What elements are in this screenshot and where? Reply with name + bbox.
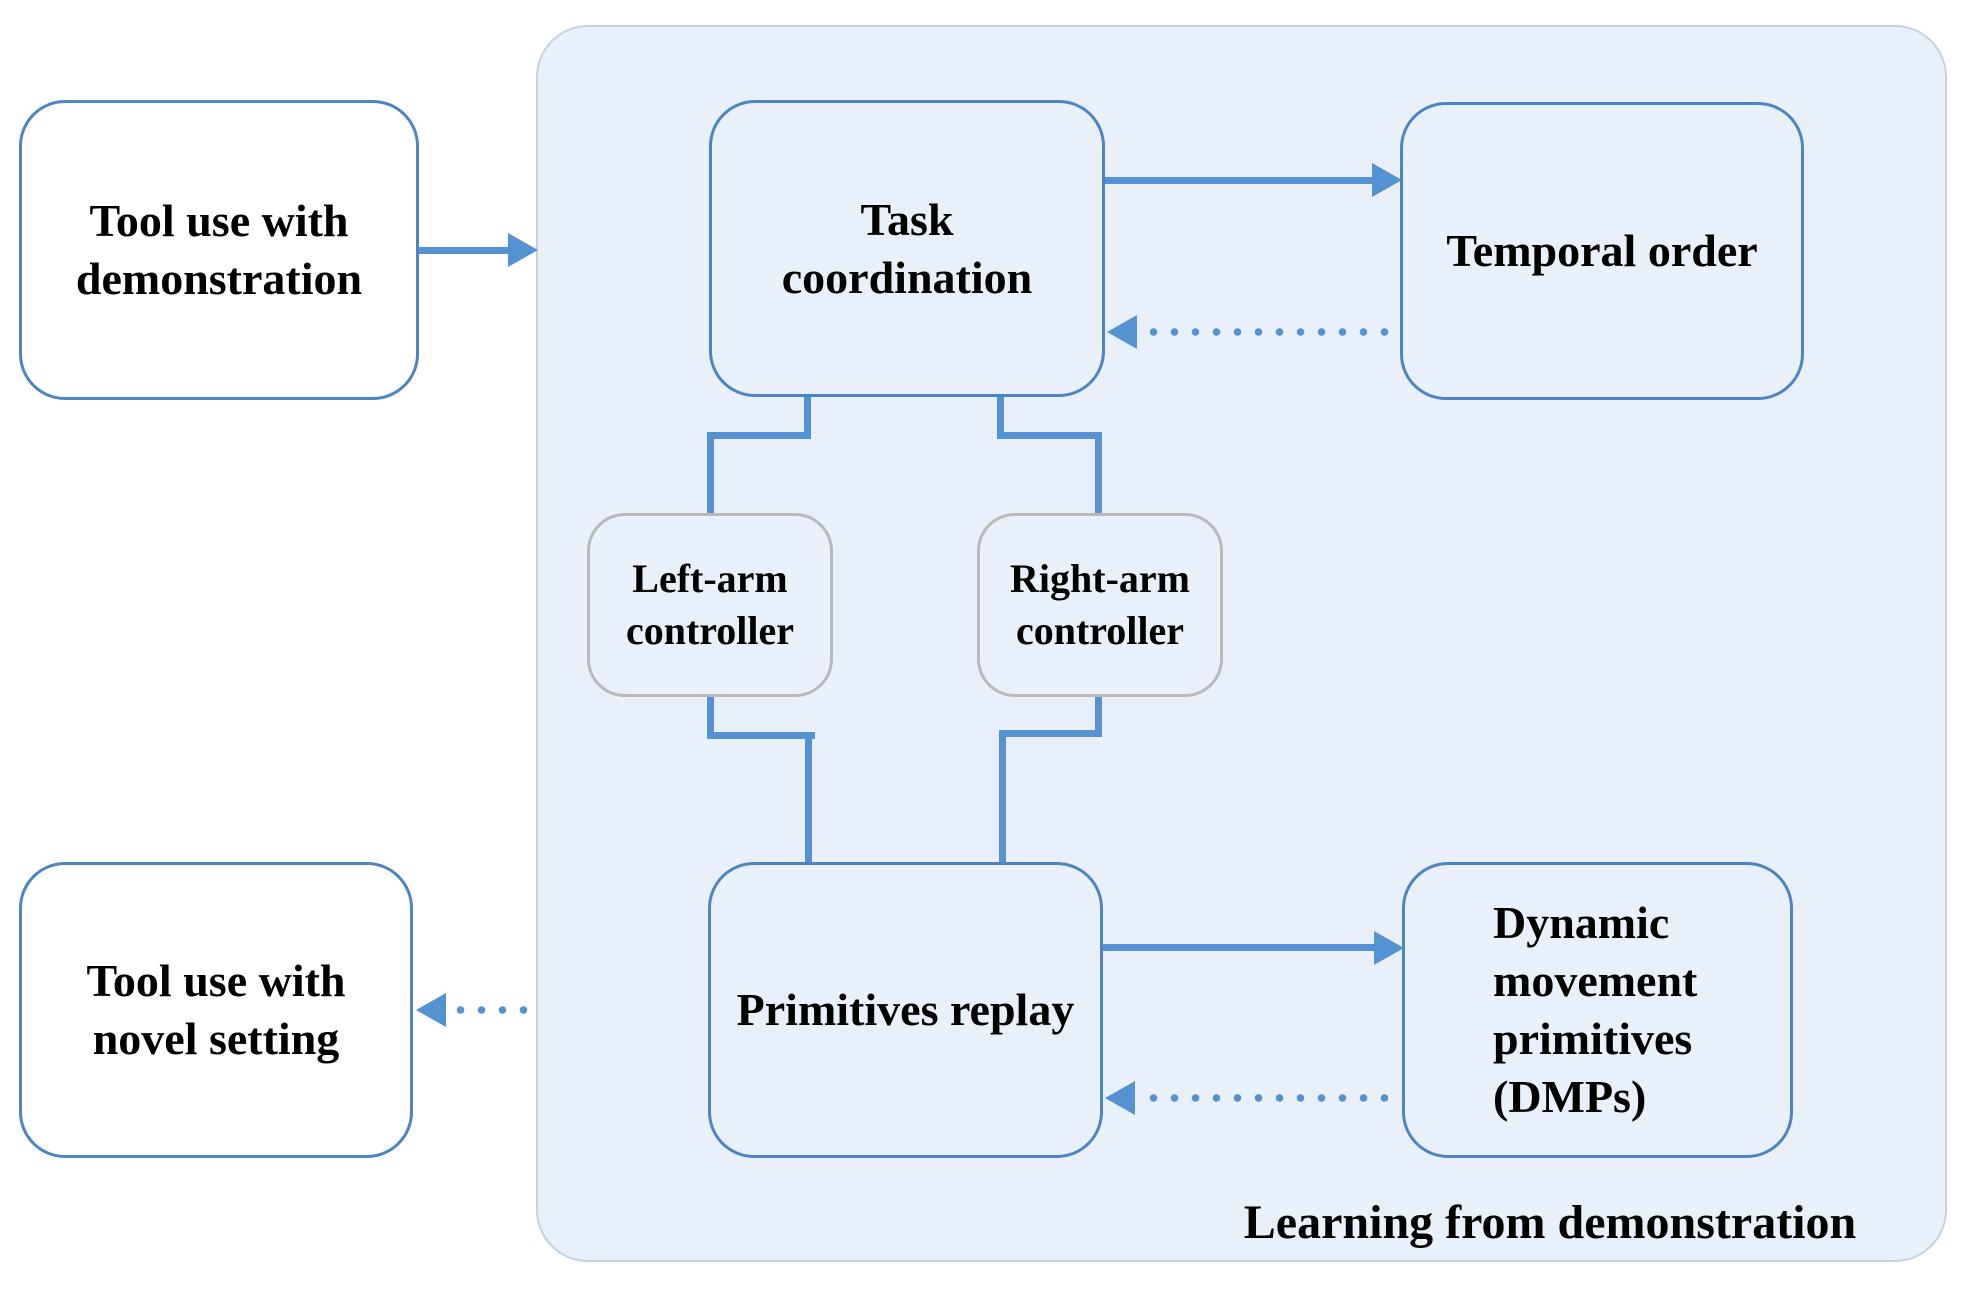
node-dynamic-movement-primitives: Dynamic movement primitives (DMPs)	[1402, 862, 1793, 1158]
connector-left-arm-to-primitives-segment	[805, 732, 812, 864]
node-tool-use-with-demonstration: Tool use with demonstration	[19, 100, 419, 400]
node-primitives-replay: Primitives replay	[708, 862, 1103, 1158]
connector-task-to-left-arm-segment	[707, 432, 714, 515]
connector-task-to-right-arm-segment	[1095, 432, 1102, 515]
node-right-arm-controller: Right-arm controller	[977, 513, 1223, 697]
node-task-coordination: Task coordination	[709, 100, 1105, 397]
arrow-primitives-to-dmps-head	[1374, 931, 1404, 965]
arrow-primitives-to-dmps-shaft	[1102, 944, 1376, 951]
arrow-temporal-to-task-head	[1107, 315, 1137, 349]
node-left-arm-controller: Left-arm controller	[587, 513, 833, 697]
connector-task-to-left-arm-segment	[804, 397, 811, 439]
connector-left-arm-to-primitives-segment	[707, 695, 714, 739]
connector-right-arm-to-primitives-segment	[999, 730, 1006, 864]
arrow-dmps-to-primitives-head	[1105, 1081, 1135, 1115]
arrow-dmps-to-primitives-dots	[1143, 1094, 1402, 1102]
arrow-demo-to-container-head	[508, 233, 538, 267]
arrow-demo-to-container-shaft	[419, 247, 511, 254]
node-tool-use-with-novel-setting: Tool use with novel setting	[19, 862, 413, 1158]
arrow-container-to-novel-dots	[450, 1006, 540, 1014]
connector-right-arm-to-primitives-segment	[999, 730, 1102, 737]
connector-task-to-right-arm-segment	[997, 397, 1004, 439]
arrow-container-to-novel-head	[416, 993, 446, 1027]
connector-task-to-left-arm-segment	[707, 432, 811, 439]
container-caption-learning-from-demonstration: Learning from demonstration	[1243, 1195, 1857, 1249]
arrow-temporal-to-task-dots	[1143, 328, 1400, 336]
connector-right-arm-to-primitives-segment	[1095, 697, 1102, 737]
connector-left-arm-to-primitives-segment	[707, 732, 815, 739]
arrow-task-to-temporal-head	[1372, 163, 1402, 197]
arrow-task-to-temporal-shaft	[1104, 177, 1374, 184]
connector-task-to-right-arm-segment	[997, 432, 1102, 439]
node-temporal-order: Temporal order	[1400, 102, 1804, 400]
